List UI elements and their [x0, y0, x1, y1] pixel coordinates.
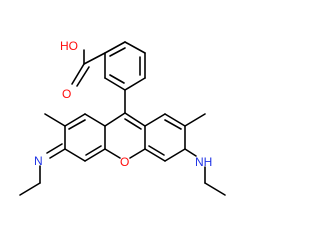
double-bond: [164, 119, 182, 130]
double-bond: [76, 66, 90, 87]
bond: [124, 41, 146, 54]
bond: [104, 112, 126, 127]
double-bond: [85, 145, 102, 156]
double-bond: [109, 47, 126, 57]
methyl-bond: [44, 113, 66, 127]
xanthene-central-ring: O: [104, 112, 146, 169]
imine-nitrogen-label: N: [34, 154, 43, 168]
imine-double-bond: [46, 143, 63, 154]
double-bond: [124, 118, 142, 130]
double-bond: [148, 145, 165, 156]
bond: [104, 148, 121, 159]
xanthene-right-ring: NH: [144, 113, 226, 196]
ethyl-bond: [19, 182, 41, 196]
bond: [64, 113, 86, 127]
ring-oxygen-label: O: [120, 155, 129, 169]
bond: [64, 148, 86, 162]
bond: [164, 148, 186, 162]
amine-nitrogen-label: NH: [195, 155, 212, 169]
carboxyl-group: HO O: [60, 39, 106, 101]
bond: [124, 77, 146, 91]
bond: [144, 113, 166, 127]
double-bond: [109, 74, 125, 84]
bond: [124, 112, 146, 127]
carbonyl-oxygen-label: O: [62, 87, 71, 101]
ethyl-bond: [204, 182, 226, 196]
double-bond: [71, 63, 85, 85]
chemical-structure-diagram: HO O O N: [19, 39, 226, 196]
carboxyl-hydroxyl-label: HO: [60, 39, 78, 53]
bond: [129, 148, 146, 159]
imine-double-bond: [49, 148, 66, 159]
bond: [83, 52, 106, 65]
benzoic-ring: [104, 41, 146, 91]
bond: [84, 113, 106, 127]
bond: [104, 41, 126, 54]
double-bond: [68, 119, 86, 130]
bond: [104, 77, 126, 91]
bond: [84, 148, 106, 162]
bond: [164, 113, 186, 127]
bond: [144, 148, 166, 162]
methyl-bond: [184, 113, 206, 127]
xanthene-left-ring: N: [19, 113, 106, 196]
amine-bond: [184, 148, 197, 157]
